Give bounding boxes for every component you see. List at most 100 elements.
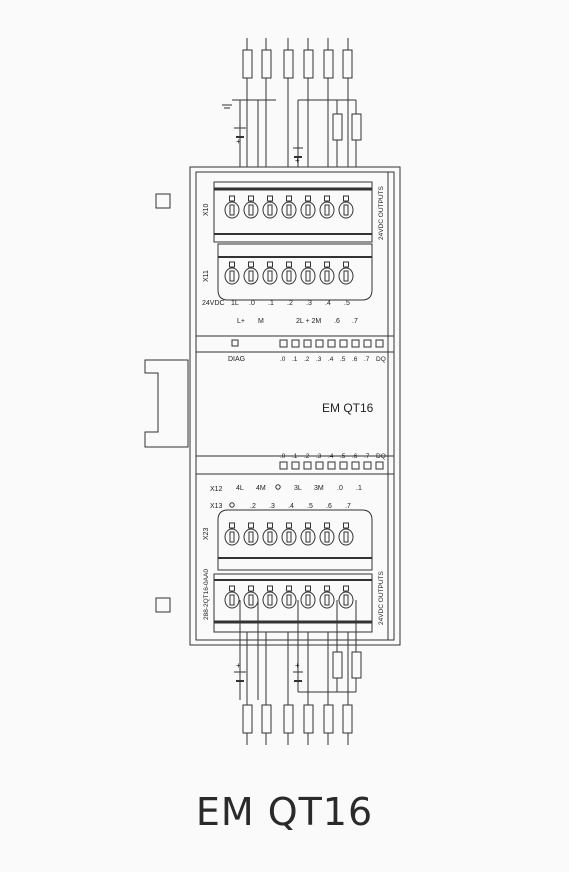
bottom-led-1 <box>291 461 300 470</box>
bottom-led-0 <box>279 461 288 470</box>
top-led-1 <box>291 339 300 348</box>
top-led-8 <box>375 339 384 348</box>
group2-term-0: 2L + 2M <box>296 318 321 325</box>
x23-slot-6 <box>343 531 349 543</box>
x12-marker-dot <box>275 484 281 490</box>
x11-slot-6 <box>343 270 349 282</box>
x10-slot-2 <box>267 204 273 216</box>
side-label-top: 24VDC OUTPUTS <box>378 186 385 240</box>
x10-screw-3 <box>281 201 297 219</box>
plus-sign-top-2: + <box>295 156 300 165</box>
x10-screw-1 <box>243 201 259 219</box>
x10-screw-6 <box>338 201 354 219</box>
x10-release-2 <box>267 195 273 202</box>
x23-screw-2 <box>262 528 278 546</box>
x23-release-4 <box>305 522 311 529</box>
top-led-label-7: .7 <box>364 356 370 363</box>
x12-group-0: 3L <box>294 485 302 492</box>
x23-screw-3 <box>281 528 297 546</box>
x12-group-3: .1 <box>356 485 362 492</box>
plus-sign-bottom-1: + <box>236 661 241 670</box>
bottom-screw-1 <box>243 591 259 609</box>
x23-release-2 <box>267 522 273 529</box>
top-led-label-0: .0 <box>280 356 286 363</box>
bottom-led-label-6: .6 <box>352 453 358 460</box>
x11-slot-3 <box>286 270 292 282</box>
x23-screw-0 <box>224 528 240 546</box>
connector-x10-label: X10 <box>203 203 210 216</box>
group2-term-1: .6 <box>334 318 340 325</box>
x23-slot-2 <box>267 531 273 543</box>
module-title: EM QT16 <box>322 401 374 415</box>
x12-term-1: 4M <box>256 485 266 492</box>
x10-slot-1 <box>248 204 254 216</box>
x13-term-4: .6 <box>326 503 332 510</box>
x10-release-6 <box>343 195 349 202</box>
x11-release-0 <box>229 261 235 268</box>
x13-term-2: .4 <box>288 503 294 510</box>
bottom-release-1 <box>248 585 254 592</box>
x11-term-1: .0 <box>249 300 255 307</box>
x11-slot-4 <box>305 270 311 282</box>
x10-slot-6 <box>343 204 349 216</box>
x23-screw-5 <box>319 528 335 546</box>
x11-screw-terminals <box>224 261 354 285</box>
x11-slot-1 <box>248 270 254 282</box>
bottom-led-7 <box>363 461 372 470</box>
x23-slot-5 <box>324 531 330 543</box>
x23-release-1 <box>248 522 254 529</box>
x23-release-5 <box>324 522 330 529</box>
top-field-wiring <box>222 38 362 240</box>
x11-screw-2 <box>262 267 278 285</box>
power-term-0: L+ <box>237 318 245 325</box>
top-led-2 <box>303 339 312 348</box>
bottom-led-label-8: DQ <box>376 453 386 460</box>
x12-term-0: 4L <box>236 485 244 492</box>
x10-release-1 <box>248 195 254 202</box>
top-led-label-1: .1 <box>292 356 298 363</box>
x23-screw-1 <box>243 528 259 546</box>
top-led-label-4: .4 <box>328 356 334 363</box>
x13-term-5: .7 <box>345 503 351 510</box>
x12-group-2: .0 <box>337 485 343 492</box>
x23-screw-6 <box>338 528 354 546</box>
bottom-led-2 <box>303 461 312 470</box>
x10-screw-terminals <box>224 195 354 219</box>
bottom-led-8 <box>375 461 384 470</box>
bottom-led-3 <box>315 461 324 470</box>
order-number: 288-2QT16-0AA0 <box>203 569 210 620</box>
x10-screw-4 <box>300 201 316 219</box>
x12-group-1: 3M <box>314 485 324 492</box>
x12-terminal-labels: 4L 4M 3L 3M .0 .1 <box>236 485 362 492</box>
connector-x12-label: X12 <box>210 486 223 493</box>
x11-term-5: .4 <box>325 300 331 307</box>
x10-screw-2 <box>262 201 278 219</box>
x10-release-3 <box>286 195 292 202</box>
bottom-screw-6 <box>338 591 354 609</box>
top-led-6 <box>351 339 360 348</box>
bottom-led-label-2: .2 <box>304 453 310 460</box>
x11-release-4 <box>305 261 311 268</box>
x11-slot-5 <box>324 270 330 282</box>
diag-label: DIAG <box>228 356 245 363</box>
bottom-screw-0 <box>224 591 240 609</box>
x11-release-6 <box>343 261 349 268</box>
bottom-release-4 <box>305 585 311 592</box>
bottom-led-label-5: .5 <box>340 453 346 460</box>
x10-screw-5 <box>319 201 335 219</box>
bottom-slot-0 <box>229 594 235 606</box>
x11-slot-0 <box>229 270 235 282</box>
plus-sign-bottom-2: + <box>295 661 300 670</box>
bottom-slot-1 <box>248 594 254 606</box>
side-label-bottom: 24VDC OUTPUTS <box>378 571 385 625</box>
x11-term-4: .3 <box>306 300 312 307</box>
x11-term-2: .1 <box>268 300 274 307</box>
x23-slot-3 <box>286 531 292 543</box>
x11-screw-3 <box>281 267 297 285</box>
connector-x13-label: X13 <box>210 503 223 510</box>
top-led-label-3: .3 <box>316 356 322 363</box>
x10-release-5 <box>324 195 330 202</box>
x13-term-3: .5 <box>307 503 313 510</box>
